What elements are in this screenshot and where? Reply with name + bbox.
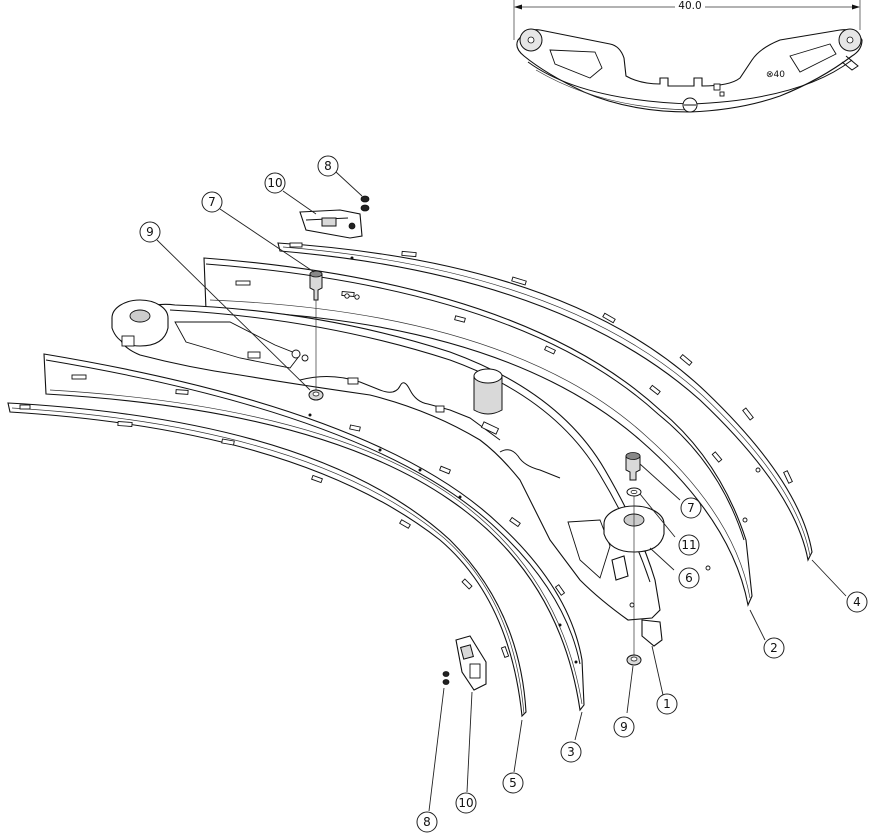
svg-text:6: 6 [685,571,693,585]
part-9-nut-top [308,389,324,401]
balloon-11: 11 [678,534,700,556]
balloon-10-top: 10 [264,172,286,194]
part-1-arc-plate [111,299,661,621]
part-7-bolt-top [309,270,323,390]
part-10-clip-bottom [455,635,487,691]
svg-text:10: 10 [458,796,473,810]
svg-text:7: 7 [687,501,695,515]
part-10-clip-top [299,209,363,239]
balloon-10-bottom: 10 [455,792,477,814]
balloon-7-right: 7 [680,497,702,519]
balloon-2: 2 [763,637,785,659]
balloon-1: 1 [656,693,678,715]
part-2-strip [203,257,753,607]
svg-text:9: 9 [620,720,628,734]
svg-text:1: 1 [663,697,671,711]
part-3-strip [43,353,585,712]
svg-text:8: 8 [324,159,332,173]
dimension-40: 40.0 [513,0,861,40]
balloon-9-top: 9 [139,221,161,243]
part-8-screw-bottom [442,671,450,685]
balloon-3: 3 [560,741,582,763]
svg-text:2: 2 [770,641,778,655]
balloon-8-bottom: 8 [416,811,438,833]
part-11-washer [626,487,642,497]
balloon-5: 5 [502,772,524,794]
part-7-bolt-right [625,452,641,481]
part-8-screw-top [360,195,370,212]
svg-text:9: 9 [146,225,154,239]
left-roller-icon [111,299,169,347]
inset-view: 40.0 ⊗40 [513,0,863,113]
svg-text:5: 5 [509,776,517,790]
svg-text:4: 4 [853,595,861,609]
balloon-8-top: 8 [317,155,339,177]
svg-text:11: 11 [681,538,696,552]
balloon-6: 6 [678,567,700,589]
svg-text:10: 10 [267,176,282,190]
balloon-9-bottom: 9 [613,716,635,738]
part-9-nut-bottom [626,654,642,666]
post-icon [473,368,503,415]
svg-text:7: 7 [208,195,216,209]
svg-text:3: 3 [567,745,575,759]
balloon-7-top: 7 [201,191,223,213]
part-4-outer-strip [277,242,813,562]
leader-lines [156,171,847,812]
balloon-4: 4 [846,591,868,613]
inset-marking: ⊗40 [766,70,785,80]
part-5-strip [7,402,527,718]
dimension-label: 40.0 [678,0,701,12]
svg-text:8: 8 [423,815,431,829]
